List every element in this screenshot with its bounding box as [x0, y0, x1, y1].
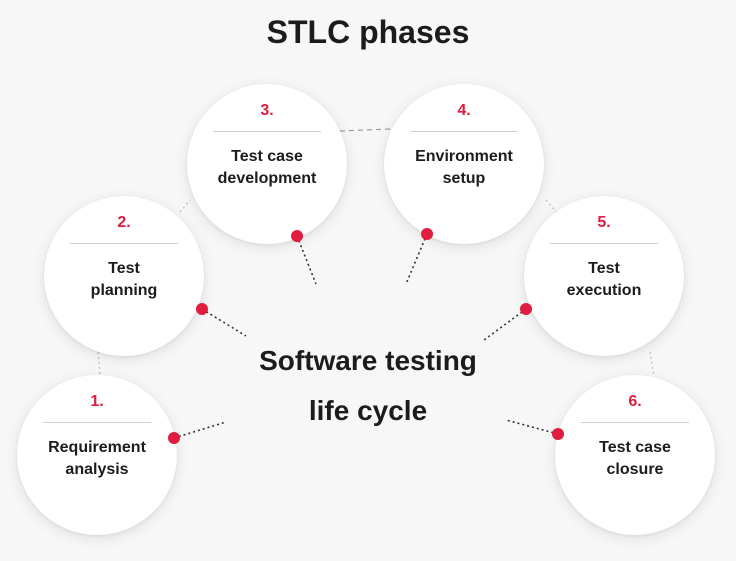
- phase-number: 2.: [117, 214, 131, 231]
- phase-label: Test case closure: [599, 439, 671, 478]
- phase-1-circle: 1. Requirement analysis: [17, 375, 177, 535]
- phase-label: Test execution: [566, 260, 642, 299]
- phase-2-circle: 2. Test planning: [44, 196, 204, 356]
- link-1-2: [97, 351, 101, 375]
- center-label: Software testing life cycle: [228, 336, 508, 436]
- phase-number: 4.: [457, 102, 471, 119]
- connector-2: [201, 308, 247, 337]
- connector-5: [483, 308, 527, 341]
- dot-3: [291, 230, 303, 242]
- phase-4-circle: 4. Environment setup: [384, 84, 544, 244]
- divider: [410, 131, 518, 132]
- connector-3: [296, 235, 317, 285]
- phase-number: 6.: [628, 393, 642, 410]
- connector-1: [173, 421, 227, 439]
- dot-1: [168, 432, 180, 444]
- connector-6: [505, 419, 559, 435]
- center-line-2: life cycle: [308, 395, 428, 426]
- divider: [213, 131, 321, 132]
- phase-6-circle: 6. Test case closure: [555, 375, 715, 535]
- dot-2: [196, 303, 208, 315]
- dot-6: [552, 428, 564, 440]
- phase-label: Environment setup: [415, 148, 513, 187]
- phase-3-circle: 3. Test case development: [187, 84, 347, 244]
- divider: [43, 422, 151, 423]
- connector-4: [405, 233, 428, 285]
- phase-label: Test case development: [217, 148, 317, 187]
- divider: [550, 243, 658, 244]
- phase-number: 3.: [260, 102, 274, 119]
- divider: [70, 243, 178, 244]
- divider: [581, 422, 689, 423]
- page-title: STLC phases: [266, 14, 470, 50]
- phase-5-circle: 5. Test execution: [524, 196, 684, 356]
- center-line-1: Software testing: [259, 345, 477, 376]
- phase-number: 1.: [90, 393, 104, 410]
- phase-label: Requirement analysis: [48, 439, 146, 478]
- dot-5: [520, 303, 532, 315]
- phase-number: 5.: [597, 214, 611, 231]
- link-5-6: [649, 351, 655, 377]
- phase-label: Test planning: [90, 260, 158, 299]
- dot-4: [421, 228, 433, 240]
